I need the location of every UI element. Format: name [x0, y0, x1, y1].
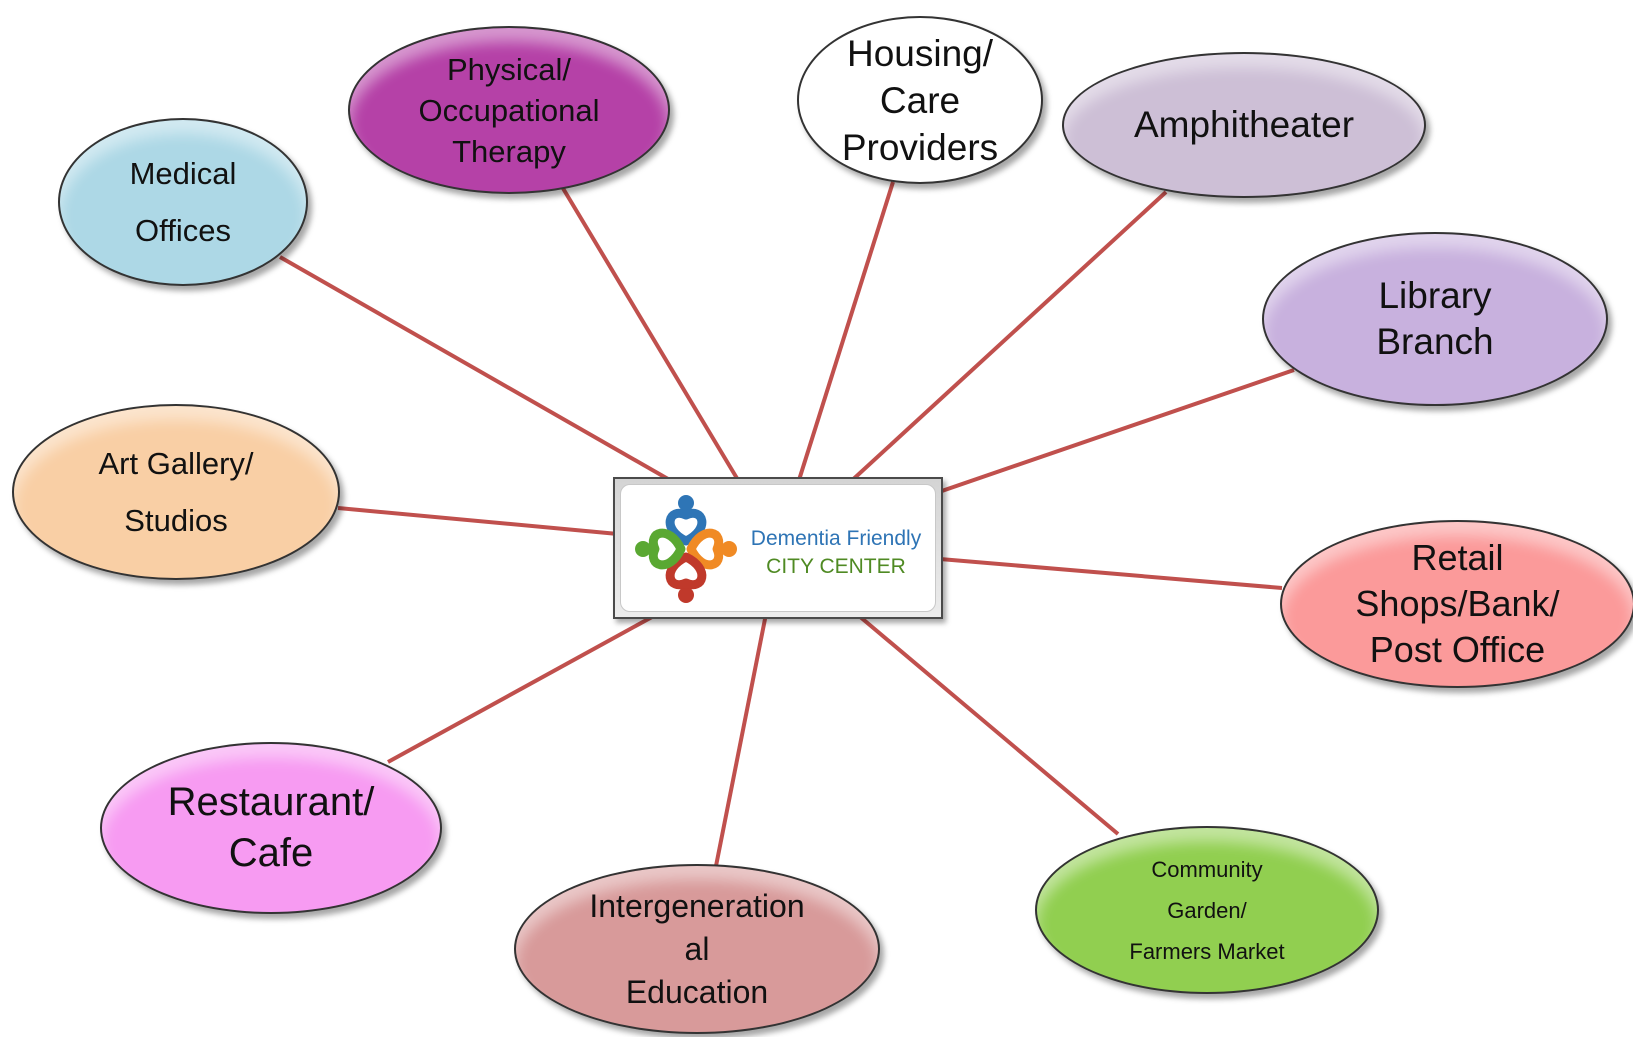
- node-label-line: Physical/: [446, 51, 572, 87]
- node-label-line: Community: [1151, 856, 1263, 882]
- node-label-line: Garden/: [1167, 897, 1247, 923]
- connector-amphi: [846, 190, 1168, 486]
- people-heart-logo-icon: [635, 495, 737, 603]
- connector-community: [850, 608, 1120, 836]
- connector-intergen: [714, 613, 768, 867]
- connector-art: [337, 506, 619, 536]
- node-label-line: Studios: [124, 503, 228, 538]
- node-restaurant-cafe: Restaurant/ Cafe: [100, 742, 442, 914]
- connector-medical: [279, 255, 683, 489]
- node-community-garden: Community Garden/ Farmers Market: [1035, 826, 1379, 994]
- center-title-line2: CITY CENTER: [766, 555, 906, 578]
- node-label-line: Intergeneration: [589, 887, 805, 924]
- node-housing-care: Housing/ Care Providers: [797, 16, 1043, 184]
- node-label-line: Library: [1378, 275, 1492, 316]
- node-label-line: Branch: [1376, 321, 1494, 362]
- node-label-line: Cafe: [228, 831, 314, 875]
- connector-physical: [556, 178, 740, 482]
- connector-retail: [939, 557, 1283, 590]
- connector-restaurant: [387, 604, 673, 764]
- node-label-line: Restaurant/: [167, 780, 375, 824]
- node-label-line: Farmers Market: [1129, 938, 1285, 964]
- node-label-line: Housing/: [846, 32, 994, 74]
- node-label-line: Shops/Bank/: [1355, 583, 1560, 624]
- node-art-gallery: Art Gallery/ Studios: [12, 404, 340, 580]
- node-label-line: Offices: [135, 213, 231, 248]
- connector-housing: [797, 181, 895, 481]
- node-label-line: Medical: [129, 156, 237, 191]
- node-medical-offices: Medical Offices: [58, 118, 308, 286]
- node-label-line: Therapy: [452, 133, 566, 169]
- node-intergenerational-education: Intergeneration al Education: [514, 864, 880, 1034]
- node-amphitheater: Amphitheater: [1062, 52, 1426, 198]
- node-label-line: al: [684, 930, 710, 967]
- node-label-line: Post Office: [1369, 629, 1546, 670]
- center-logo-panel: Dementia Friendly CITY CENTER: [620, 484, 936, 612]
- node-retail-shops: Retail Shops/Bank/ Post Office: [1280, 520, 1633, 688]
- node-physical-therapy: Physical/ Occupational Therapy: [348, 26, 670, 194]
- node-label-line: Providers: [841, 126, 999, 168]
- node-label-line: Art Gallery/: [98, 446, 254, 481]
- node-library-branch: Library Branch: [1262, 232, 1608, 406]
- center-logo-box: Dementia Friendly CITY CENTER: [613, 477, 943, 619]
- center-title-line1: Dementia Friendly: [750, 527, 922, 550]
- node-label-line: Education: [625, 973, 769, 1010]
- node-label-line: Care: [879, 79, 961, 121]
- node-label-line: Occupational: [418, 92, 600, 128]
- node-label-line: Retail: [1411, 537, 1504, 578]
- connector-library: [903, 368, 1295, 506]
- node-label-line: Amphitheater: [1133, 104, 1355, 145]
